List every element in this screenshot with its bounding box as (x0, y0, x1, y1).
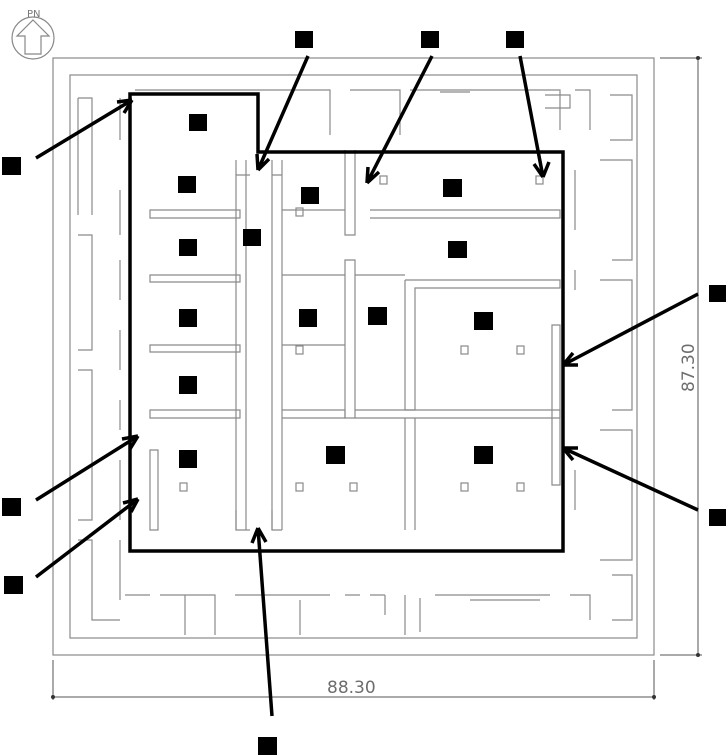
label-markers (2, 31, 726, 755)
outer-corridor-line (69, 74, 638, 639)
height-label: 87.30 (679, 343, 699, 392)
perimeter-rooms (77, 89, 633, 635)
marker (179, 309, 197, 327)
highlighted-area-outline (128, 92, 565, 553)
marker (2, 157, 21, 175)
marker (179, 450, 197, 468)
marker (258, 737, 277, 755)
marker (301, 187, 319, 204)
width-dimension: 88.30 (51, 660, 656, 700)
marker (243, 229, 261, 246)
marker (178, 176, 196, 193)
marker (299, 309, 317, 327)
marker (295, 31, 313, 48)
columns (179, 175, 544, 492)
marker (443, 179, 462, 197)
marker (421, 31, 439, 48)
marker (179, 376, 197, 394)
north-label: PN (27, 9, 41, 20)
marker (368, 307, 387, 325)
north-arrow-icon: PN (11, 9, 55, 60)
marker (2, 498, 21, 516)
width-label: 88.30 (327, 678, 376, 698)
height-dimension: 87.30 (660, 56, 702, 657)
marker (179, 239, 197, 256)
marker (474, 446, 493, 464)
inner-walls (149, 150, 561, 531)
marker (326, 446, 345, 464)
marker (474, 312, 493, 330)
marker (709, 509, 726, 526)
marker (189, 114, 207, 131)
outer-boundary (52, 57, 655, 656)
callout-arrows (34, 55, 699, 717)
marker (506, 31, 524, 48)
marker (4, 576, 23, 594)
marker (448, 241, 467, 258)
marker (709, 285, 726, 302)
